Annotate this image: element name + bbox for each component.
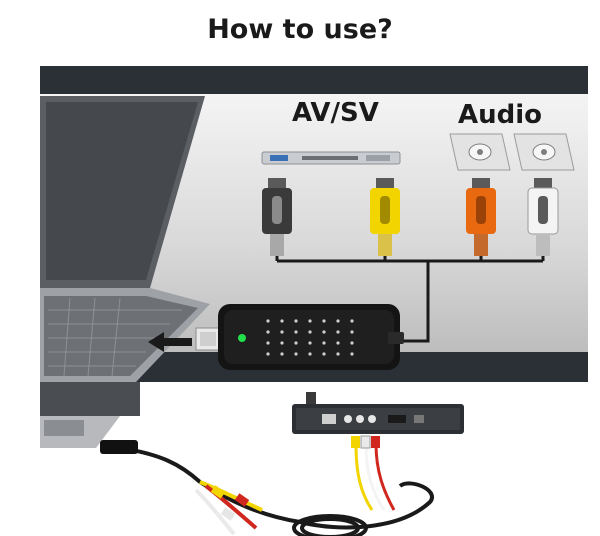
cable-coil bbox=[292, 514, 368, 536]
av-sv-label: AV/SV bbox=[292, 98, 379, 128]
rca-leads bbox=[354, 443, 396, 511]
product-photo-area bbox=[0, 382, 600, 536]
arrow-left-icon bbox=[148, 332, 192, 352]
rca-plug-tips bbox=[351, 435, 380, 449]
connection-diagram-panel: AV/SV Audio bbox=[40, 66, 588, 382]
usb-stick-photo-icon bbox=[100, 440, 138, 454]
laptop-icon bbox=[40, 96, 210, 382]
usb-capture-stick-icon bbox=[195, 304, 404, 370]
breakout-plugs bbox=[210, 485, 250, 521]
audio-label: Audio bbox=[458, 100, 543, 130]
dvd-player-icon bbox=[261, 151, 401, 165]
set-top-box-icon bbox=[292, 392, 464, 434]
breakout-leads bbox=[194, 480, 263, 536]
cable-harness bbox=[275, 256, 545, 343]
rca-plug-yellow-icon bbox=[370, 178, 400, 256]
rca-plug-orange-icon bbox=[466, 178, 496, 256]
page-title: How to use? bbox=[207, 14, 393, 45]
laptop-corner-icon bbox=[40, 382, 140, 448]
product-photo-illustration bbox=[40, 382, 464, 536]
connection-illustration bbox=[40, 96, 575, 382]
capture-cable bbox=[119, 446, 434, 530]
speaker-left-icon bbox=[449, 133, 511, 171]
rca-plug-white-icon bbox=[527, 178, 559, 256]
speaker-right-icon bbox=[513, 133, 575, 171]
rca-plug-black-icon bbox=[262, 178, 292, 256]
